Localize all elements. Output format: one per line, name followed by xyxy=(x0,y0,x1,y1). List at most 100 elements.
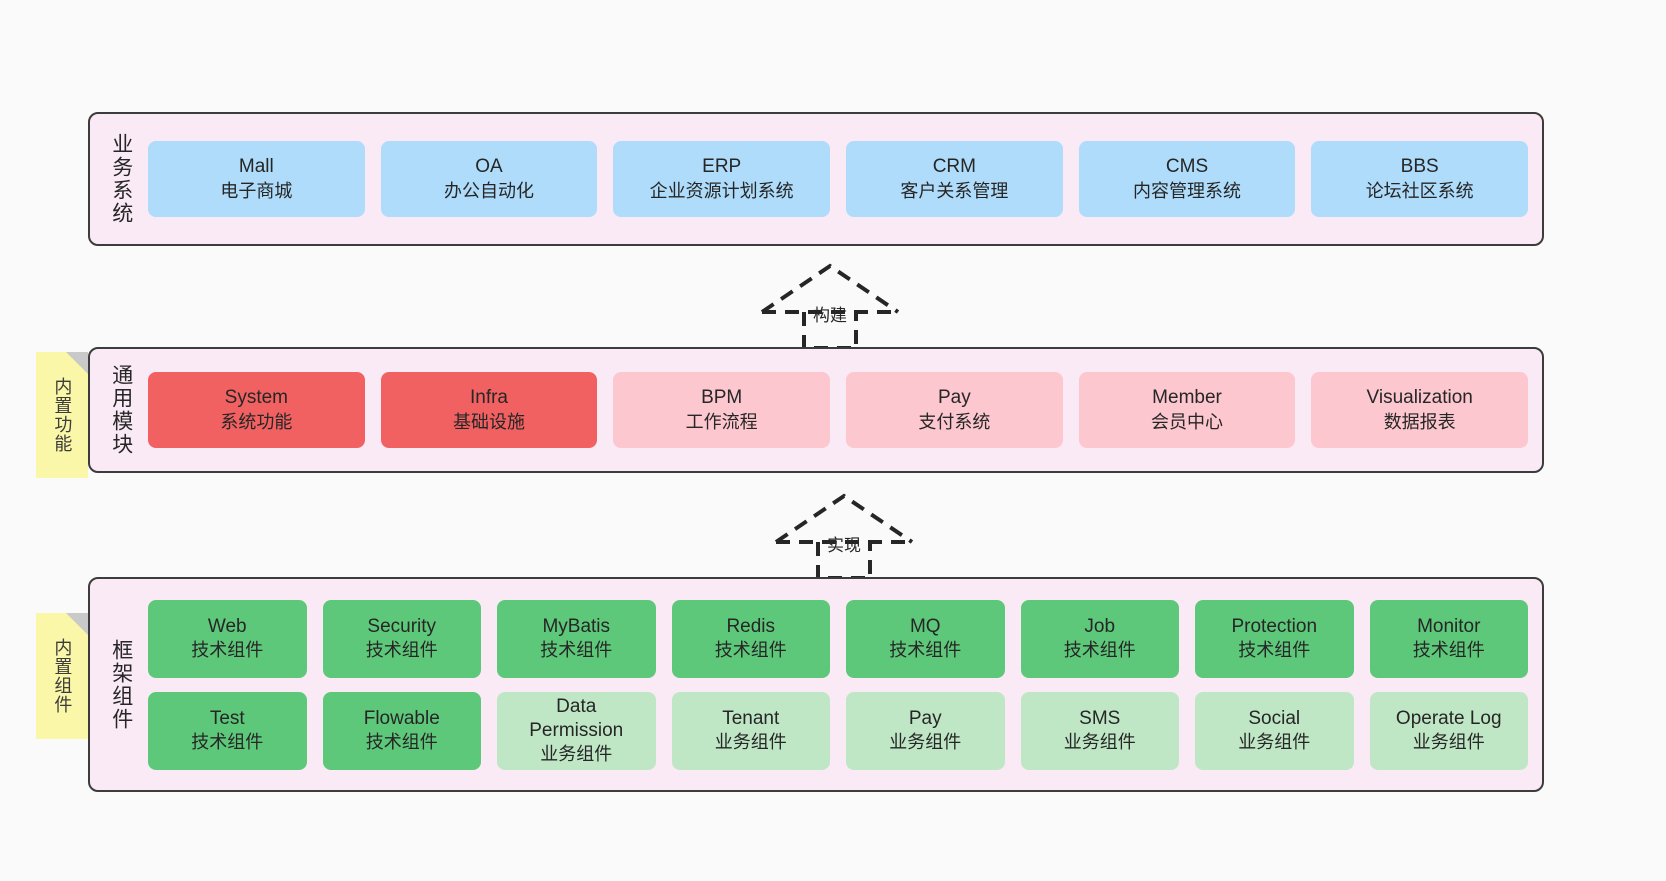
module-subtitle: 技术组件 xyxy=(540,640,613,661)
module-card-security[interactable]: Security 技术组件 xyxy=(322,599,481,678)
module-card-bpm[interactable]: BPM 工作流程 xyxy=(613,372,831,448)
module-subtitle: 业务组件 xyxy=(540,744,613,765)
module-card-system[interactable]: System 系统功能 xyxy=(148,372,365,448)
sticky-note-builtin-function: 内置功能 xyxy=(36,352,88,478)
sticky-note-label: 内置功能 xyxy=(52,377,73,453)
module-subtitle: 工作流程 xyxy=(685,411,758,432)
module-title: Web xyxy=(207,615,247,637)
module-title: BBS xyxy=(1400,156,1439,178)
module-title: Visualization xyxy=(1366,387,1473,409)
module-card-protection[interactable]: Protection 技术组件 xyxy=(1195,599,1354,678)
module-title: Redis xyxy=(726,615,776,637)
module-card-test[interactable]: Test 技术组件 xyxy=(148,691,307,770)
module-subtitle: 业务组件 xyxy=(1238,732,1311,753)
module-subtitle: 数据报表 xyxy=(1383,411,1456,432)
module-subtitle: 技术组件 xyxy=(365,640,438,661)
module-title: Infra xyxy=(469,387,509,409)
module-title: Tenant xyxy=(722,707,780,729)
module-subtitle: 企业资源计划系统 xyxy=(649,180,794,201)
module-card-job[interactable]: Job 技术组件 xyxy=(1020,599,1179,678)
dashed-generalization-arrow-icon xyxy=(774,493,914,580)
module-title: SMS xyxy=(1079,707,1121,729)
module-title: CRM xyxy=(932,156,976,178)
module-card-member[interactable]: Member 会员中心 xyxy=(1078,372,1296,448)
layer-title-common-module: 通用模块 xyxy=(109,364,133,456)
module-title: Member xyxy=(1152,387,1222,409)
module-subtitle: 会员中心 xyxy=(1151,411,1224,432)
module-subtitle: 办公自动化 xyxy=(444,180,534,201)
module-card-visualization[interactable]: Visualization 数据报表 xyxy=(1311,372,1529,448)
module-card-sms[interactable]: SMS 业务组件 xyxy=(1020,691,1179,770)
module-subtitle: 技术组件 xyxy=(714,640,787,661)
module-title: Flowable xyxy=(363,707,440,729)
module-card-social[interactable]: Social 业务组件 xyxy=(1195,691,1354,770)
layer-business-system: 业务系统 Mall 电子商城 OA 办公自动化 ERP 企业资源计划系统 CRM… xyxy=(88,112,1544,246)
module-card-infra[interactable]: Infra 基础设施 xyxy=(380,372,598,448)
module-subtitle: 论坛社区系统 xyxy=(1365,180,1474,201)
module-title: Security xyxy=(367,615,437,637)
module-subtitle: 业务组件 xyxy=(1063,732,1136,753)
module-title: Operate Log xyxy=(1395,707,1502,729)
module-subtitle: 支付系统 xyxy=(918,411,991,432)
module-card-flowable[interactable]: Flowable 技术组件 xyxy=(322,691,481,770)
module-subtitle: 内容管理系统 xyxy=(1133,180,1242,201)
module-card-tenant[interactable]: Tenant 业务组件 xyxy=(671,691,830,770)
card-row: System 系统功能 Infra 基础设施 BPM 工作流程 Pay 支付系统… xyxy=(148,372,1529,448)
layer-framework-component: 框架组件 Web 技术组件 Security 技术组件 MyBatis 技术组件… xyxy=(88,577,1544,792)
sticky-note-builtin-component: 内置组件 xyxy=(36,613,88,739)
layer-common-module: 通用模块 System 系统功能 Infra 基础设施 BPM 工作流程 Pay… xyxy=(88,347,1544,473)
module-card-monitor[interactable]: Monitor 技术组件 xyxy=(1369,599,1528,678)
module-title: ERP xyxy=(702,156,742,178)
note-fold-icon xyxy=(66,352,88,374)
module-title: MQ xyxy=(909,615,941,637)
arrow-implement: 实现 xyxy=(770,492,918,580)
module-card-pay[interactable]: Pay 支付系统 xyxy=(846,372,1063,448)
module-subtitle: 技术组件 xyxy=(365,732,438,753)
module-card-data-permission[interactable]: Data Permission 业务组件 xyxy=(497,691,656,770)
dashed-generalization-arrow-icon xyxy=(760,263,900,350)
module-subtitle: 技术组件 xyxy=(889,640,962,661)
module-title: BPM xyxy=(701,387,743,409)
note-fold-icon xyxy=(66,613,88,635)
card-row: Mall 电子商城 OA 办公自动化 ERP 企业资源计划系统 CRM 客户关系… xyxy=(148,141,1529,217)
module-title: Job xyxy=(1084,615,1116,637)
module-subtitle: 技术组件 xyxy=(1238,640,1311,661)
card-row: Web 技术组件 Security 技术组件 MyBatis 技术组件 Redi… xyxy=(148,599,1528,678)
module-subtitle: 基础设施 xyxy=(453,411,525,432)
module-subtitle: 技术组件 xyxy=(191,732,264,753)
layer-title-framework-component: 框架组件 xyxy=(109,638,133,731)
module-card-oa[interactable]: OA 办公自动化 xyxy=(380,141,598,217)
arrow-build: 构建 xyxy=(756,262,904,350)
module-title: MyBatis xyxy=(542,615,611,637)
module-subtitle: 业务组件 xyxy=(889,732,962,753)
module-card-crm[interactable]: CRM 客户关系管理 xyxy=(846,141,1063,217)
module-title: Test xyxy=(209,707,245,729)
module-card-bbs[interactable]: BBS 论坛社区系统 xyxy=(1311,141,1529,217)
layer-body-business-system: Mall 电子商城 OA 办公自动化 ERP 企业资源计划系统 CRM 客户关系… xyxy=(138,124,1529,234)
module-subtitle: 业务组件 xyxy=(1412,732,1485,753)
layer-body-framework-component: Web 技术组件 Security 技术组件 MyBatis 技术组件 Redi… xyxy=(138,599,1528,770)
module-card-mall[interactable]: Mall 电子商城 xyxy=(148,141,365,217)
module-card-operate-log[interactable]: Operate Log 业务组件 xyxy=(1369,691,1528,770)
card-row: Test 技术组件 Flowable 技术组件 Data Permission … xyxy=(148,691,1528,770)
module-card-pay[interactable]: Pay 业务组件 xyxy=(846,691,1005,770)
module-card-cms[interactable]: CMS 内容管理系统 xyxy=(1078,141,1296,217)
module-card-redis[interactable]: Redis 技术组件 xyxy=(671,599,830,678)
module-subtitle: 业务组件 xyxy=(714,732,787,753)
module-subtitle: 技术组件 xyxy=(1412,640,1485,661)
module-card-web[interactable]: Web 技术组件 xyxy=(148,599,307,678)
module-card-mq[interactable]: MQ 技术组件 xyxy=(846,599,1005,678)
module-title: Pay xyxy=(937,387,971,409)
arrow-label-implement: 实现 xyxy=(827,536,861,555)
module-subtitle: 技术组件 xyxy=(1063,640,1136,661)
module-title: Protection xyxy=(1231,615,1318,637)
module-subtitle: 系统功能 xyxy=(220,411,293,432)
module-subtitle: 客户关系管理 xyxy=(900,180,1009,201)
module-card-erp[interactable]: ERP 企业资源计划系统 xyxy=(613,141,831,217)
module-card-mybatis[interactable]: MyBatis 技术组件 xyxy=(497,599,656,678)
module-title: Social xyxy=(1248,707,1301,729)
layer-title-business-system: 业务系统 xyxy=(109,133,133,225)
module-subtitle: 电子商城 xyxy=(220,180,293,201)
module-title: System xyxy=(224,387,289,409)
